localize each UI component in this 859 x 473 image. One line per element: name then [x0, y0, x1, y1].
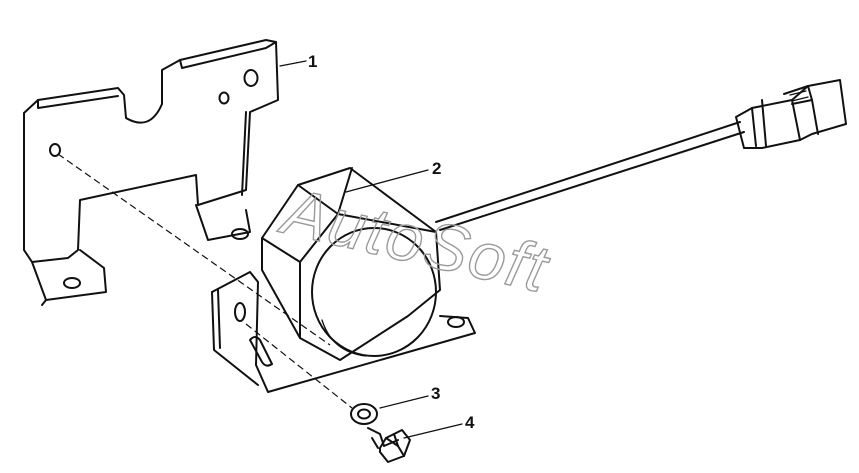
- bracket-flange-hole-left: [63, 277, 81, 289]
- assembly-lines: [57, 153, 353, 409]
- bracket-part: [23, 39, 476, 393]
- watermark: AutoSoft: [273, 173, 556, 307]
- callout-3: 3: [431, 384, 440, 403]
- leader-lines: [279, 60, 463, 439]
- washer-part: [350, 403, 378, 425]
- bracket-hole-top-small: [218, 91, 230, 105]
- callout-2: 2: [432, 159, 441, 178]
- sensor-face: [311, 227, 437, 357]
- bracket-hole-left: [49, 143, 61, 157]
- callout-1: 1: [308, 52, 317, 71]
- callout-4: 4: [465, 413, 475, 432]
- sensor-part: [261, 79, 847, 361]
- bracket-hole-right-foot: [447, 316, 465, 328]
- bracket-hole-top-large: [243, 69, 259, 87]
- bolt-part: [367, 427, 411, 463]
- bracket-flange-hole-middle: [231, 228, 249, 240]
